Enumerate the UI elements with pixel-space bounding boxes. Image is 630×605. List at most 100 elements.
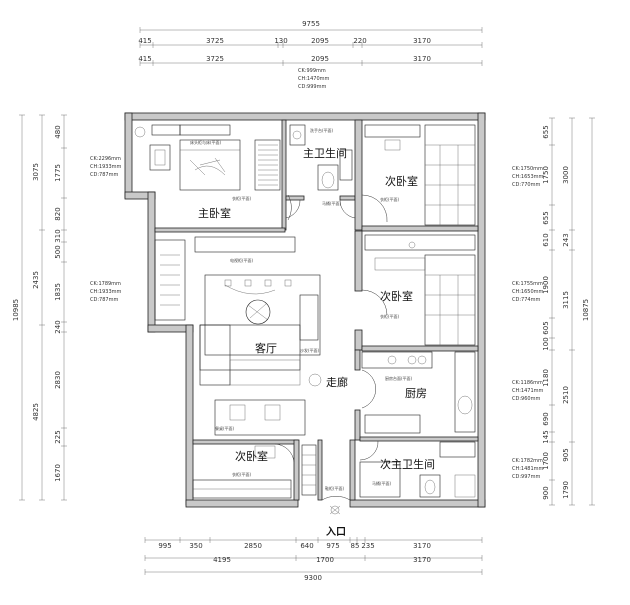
spec-master: CK:2296mm CH:1933mm CD:787mm <box>90 156 122 178</box>
left-dimensions: 10985 3075 2435 4825 480 1775 820 310 50… <box>12 114 67 501</box>
dim-bot-r1-1: 350 <box>189 542 202 550</box>
dim-right-inner-5: 605 <box>542 321 550 334</box>
dim-right-outer-6: 1790 <box>562 481 570 499</box>
note-master-bed: 床头柜与床(平面) <box>190 139 222 145</box>
bath2-fixtures: 马桶(平面) <box>359 440 476 498</box>
spec-master-ck: CK:2296mm <box>90 156 121 162</box>
spec-bath-ch: CH:1470mm <box>298 76 330 82</box>
bottom-dimensions: 995 350 2850 640 975 85 235 3170 4195 17… <box>144 537 483 582</box>
dim-left-outer-1: 2435 <box>32 271 40 289</box>
dim-right-inner-0: 655 <box>542 125 550 138</box>
dim-bot-r1-0: 995 <box>158 542 171 550</box>
room-corridor: 走廊 <box>326 375 348 389</box>
dim-top-r1-1: 3725 <box>206 37 224 45</box>
dim-top-r1-2: 130 <box>274 37 287 45</box>
dim-right-inner-2: 655 <box>542 211 550 224</box>
room-master-bedroom: 主卧室 <box>198 206 231 220</box>
interior-walls <box>154 119 479 501</box>
note-wardrobe-sw: 衣柜(平面) <box>232 471 252 477</box>
spec-bath-ck: CK:999mm <box>298 68 326 74</box>
dim-bot-r1-5: 85 <box>351 542 360 550</box>
dim-left-inner-9: 1670 <box>54 464 62 482</box>
dim-bot-r2-1: 1700 <box>316 556 334 564</box>
note-shoe: 鞋柜(平面) <box>325 485 345 491</box>
note-tv: 电视柜(平面) <box>230 257 254 263</box>
dim-top-r1-4: 220 <box>353 37 366 45</box>
spec-kitchen-cd: CD:960mm <box>512 396 540 402</box>
dim-top-r2-3: 3170 <box>413 55 431 63</box>
note-dining: 餐桌(平面) <box>215 425 235 431</box>
spec-master-ch: CH:1933mm <box>90 164 122 170</box>
dim-right-inner-3: 610 <box>542 233 550 246</box>
dim-right-outer-2: 3115 <box>562 291 570 309</box>
dim-top-r2-1: 3725 <box>206 55 224 63</box>
dim-top-r2-0: 415 <box>138 55 151 63</box>
spec-bede-cd: CD:774mm <box>512 297 540 303</box>
dim-bot-r2-0: 4195 <box>213 556 231 564</box>
dim-left-inner-8: 225 <box>54 430 62 443</box>
spec-bedne-cd: CD:770mm <box>512 182 540 188</box>
room-entrance: 入口 <box>326 526 346 538</box>
dim-right-outer-1: 243 <box>562 233 570 246</box>
dim-left-outer-2: 10985 <box>12 299 20 321</box>
dim-right-inner-10: 1700 <box>542 452 550 470</box>
room-second-bath: 次主卫生间 <box>380 457 435 471</box>
note-bath2-toilet: 马桶(平面) <box>372 480 392 486</box>
spec-living-ck: CK:1789mm <box>90 281 121 287</box>
exterior-walls <box>124 112 486 508</box>
dim-right-inner-4: 1900 <box>542 276 550 294</box>
dim-bot-r1-2: 2850 <box>244 542 262 550</box>
room-kitchen: 厨房 <box>405 387 427 400</box>
spec-bed-ne: CK:1750mm CH:1653mm CD:770mm <box>512 166 544 188</box>
spec-bath2-cd: CD:997mm <box>512 474 540 480</box>
note-wardrobe-e: 衣柜(平面) <box>380 313 400 319</box>
right-dimensions: 655 1750 655 610 1900 605 100 1180 690 1… <box>542 117 595 506</box>
dim-left-inner-4: 500 <box>54 245 62 258</box>
dim-top-r2-2: 2095 <box>311 55 329 63</box>
dim-bot-r2-2: 3170 <box>413 556 431 564</box>
master-bedroom-furniture: 床头柜与床(平面) 衣柜(平面) <box>134 124 292 221</box>
spec-bath-cd: CD:999mm <box>298 84 326 90</box>
note-wardrobe-ne: 衣柜(平面) <box>380 196 400 202</box>
room-living: 客厅 <box>255 341 277 355</box>
dim-right-inner-6: 100 <box>542 337 550 350</box>
spec-bath: CK:999mm CH:1470mm CD:999mm <box>298 68 330 90</box>
dim-left-inner-7: 2830 <box>54 371 62 389</box>
bedroom-sw-furniture: 衣柜(平面) <box>192 443 295 499</box>
spec-bedne-ch: CH:1653mm <box>512 174 544 180</box>
room-bedroom-sw: 次卧室 <box>235 449 268 463</box>
kitchen-fixtures: 厨房台面(平面) <box>361 351 476 434</box>
spec-living-cd: CD:787mm <box>90 297 118 303</box>
dim-bot-r1-6: 235 <box>361 542 374 550</box>
spec-living: CK:1789mm CH:1933mm CD:787mm <box>90 281 122 303</box>
living-room-furniture: 沙发(平面) 餐桌(平面) 电视柜(平面) <box>154 236 322 436</box>
spec-kitchen-ch: CH:1471mm <box>512 388 544 394</box>
dim-right-outer-3: 10875 <box>582 299 590 321</box>
dim-bot-r1-3: 640 <box>300 542 313 550</box>
room-labels: 主卧室 主卫生间 次卧室 次卧室 客厅 走廊 厨房 次卧室 次主卫生间 入口 <box>198 146 435 538</box>
spec-living-ch: CH:1933mm <box>90 289 122 295</box>
dim-left-inner-5: 1835 <box>54 283 62 301</box>
spec-kitchen-ck: CK:1186mm <box>512 380 543 386</box>
dim-top-total: 9755 <box>302 20 320 28</box>
room-master-bath: 主卫生间 <box>303 146 347 160</box>
spec-bath2-ck: CK:1782mm <box>512 458 543 464</box>
dim-bot-r1-7: 3170 <box>413 542 431 550</box>
dim-right-inner-1: 1750 <box>542 166 550 184</box>
note-kitchen-counter: 厨房台面(平面) <box>385 375 413 381</box>
spec-bede-ck: CK:1755mm <box>512 281 543 287</box>
bedroom-e-furniture: 衣柜(平面) <box>361 234 476 346</box>
master-bath-fixtures: 洗手台(平面) 马桶(平面) <box>285 124 356 219</box>
note-bathroom: 洗手台(平面) <box>310 127 334 133</box>
note-toilet: 马桶(平面) <box>322 200 342 206</box>
dim-top-r1-3: 2095 <box>311 37 329 45</box>
dim-right-outer-5: 905 <box>562 448 570 461</box>
dim-top-r1-0: 415 <box>138 37 151 45</box>
dim-left-inner-6: 240 <box>54 320 62 333</box>
dim-left-inner-0: 480 <box>54 125 62 138</box>
dim-left-outer-0: 3075 <box>32 163 40 181</box>
room-bedroom-e: 次卧室 <box>380 289 413 303</box>
bedroom-ne-furniture: 衣柜(平面) <box>361 124 476 226</box>
spec-bed-e: CK:1755mm CH:1650mm CD:774mm <box>512 281 544 303</box>
dim-right-inner-9: 145 <box>542 430 550 443</box>
